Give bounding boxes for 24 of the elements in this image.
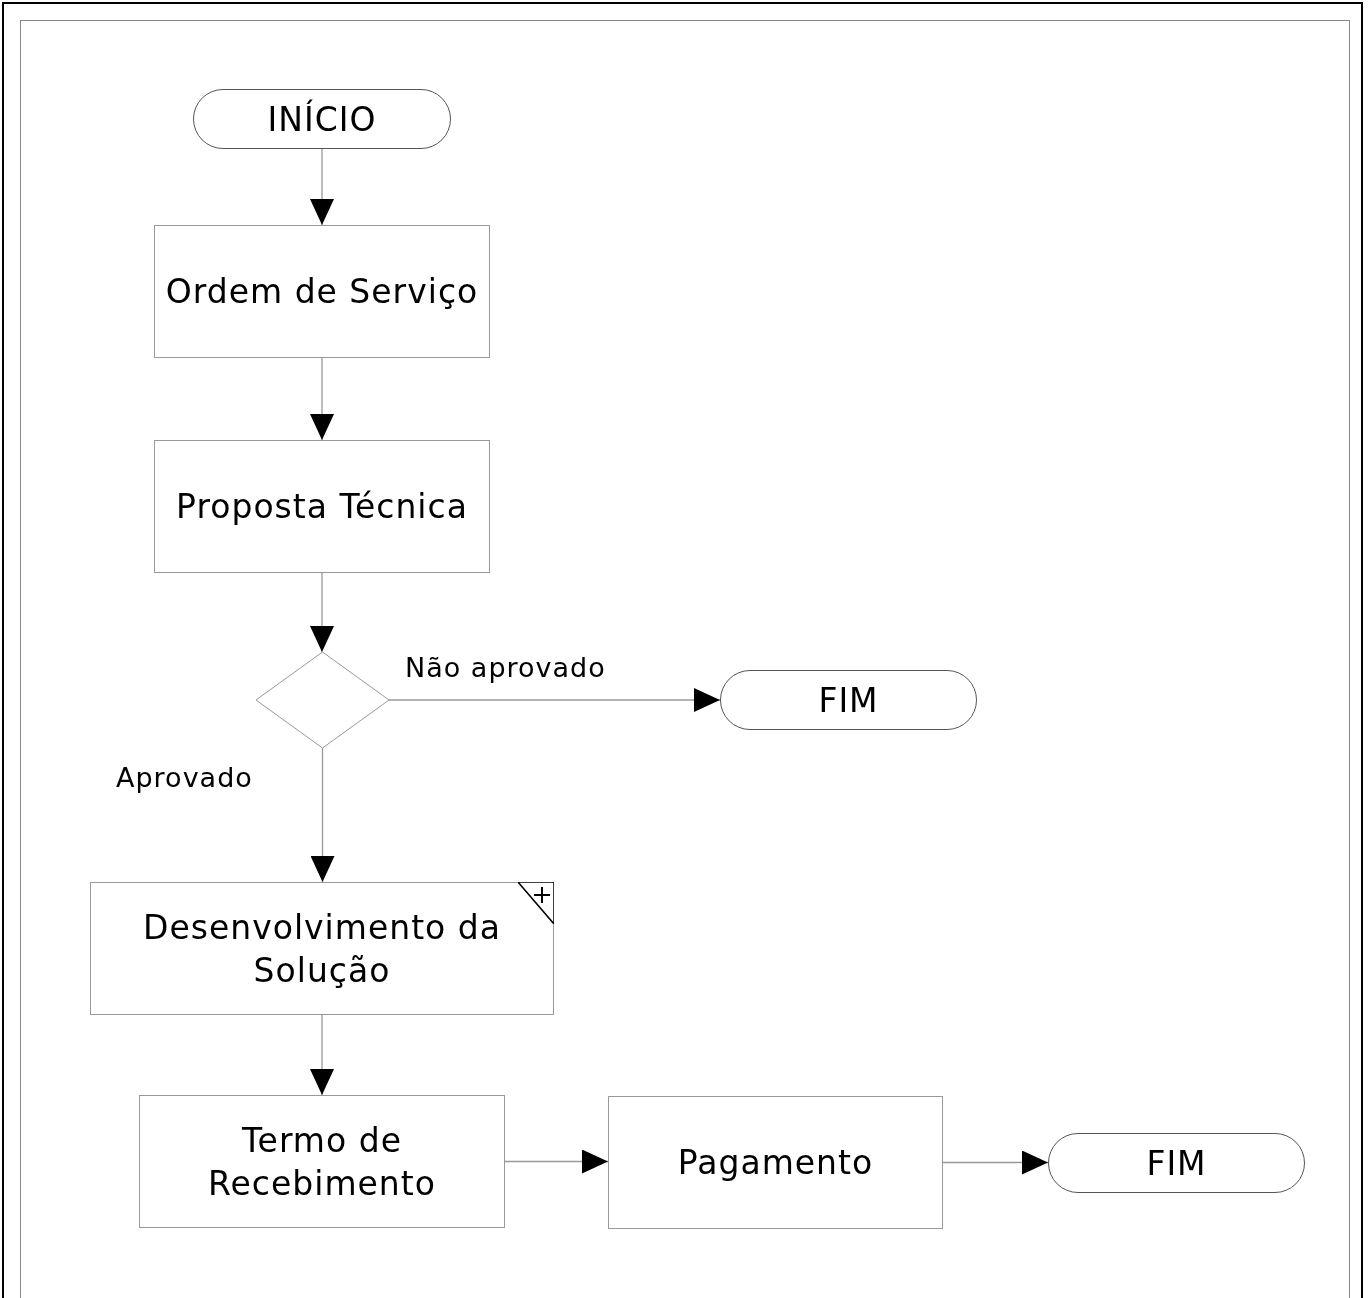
terminal-box <box>193 89 451 149</box>
process-box <box>154 225 490 358</box>
terminal-box <box>720 670 977 730</box>
node-label: Ordem de Serviço <box>165 271 479 313</box>
node-label: Desenvolvimento da Solução <box>142 906 502 992</box>
subprocess-box <box>90 882 554 1015</box>
arrow <box>388 688 721 712</box>
process-box <box>139 1095 505 1228</box>
node-label: FIM <box>818 679 879 722</box>
terminal-box <box>1048 1133 1305 1193</box>
node-label: Proposta Técnica <box>176 486 468 528</box>
process-box <box>608 1096 943 1229</box>
node-label: INÍCIO <box>267 98 377 141</box>
arrow <box>310 747 335 883</box>
arrow <box>310 148 334 226</box>
arrow <box>942 1150 1049 1175</box>
process-box <box>154 440 490 573</box>
arrow <box>310 357 334 441</box>
arrow <box>310 572 334 653</box>
node-label: Termo de Recebimento <box>207 1119 437 1205</box>
node-label: Pagamento <box>677 1142 874 1184</box>
arrow <box>310 1014 334 1096</box>
arrow <box>504 1149 609 1174</box>
node-label: FIM <box>1146 1142 1207 1185</box>
